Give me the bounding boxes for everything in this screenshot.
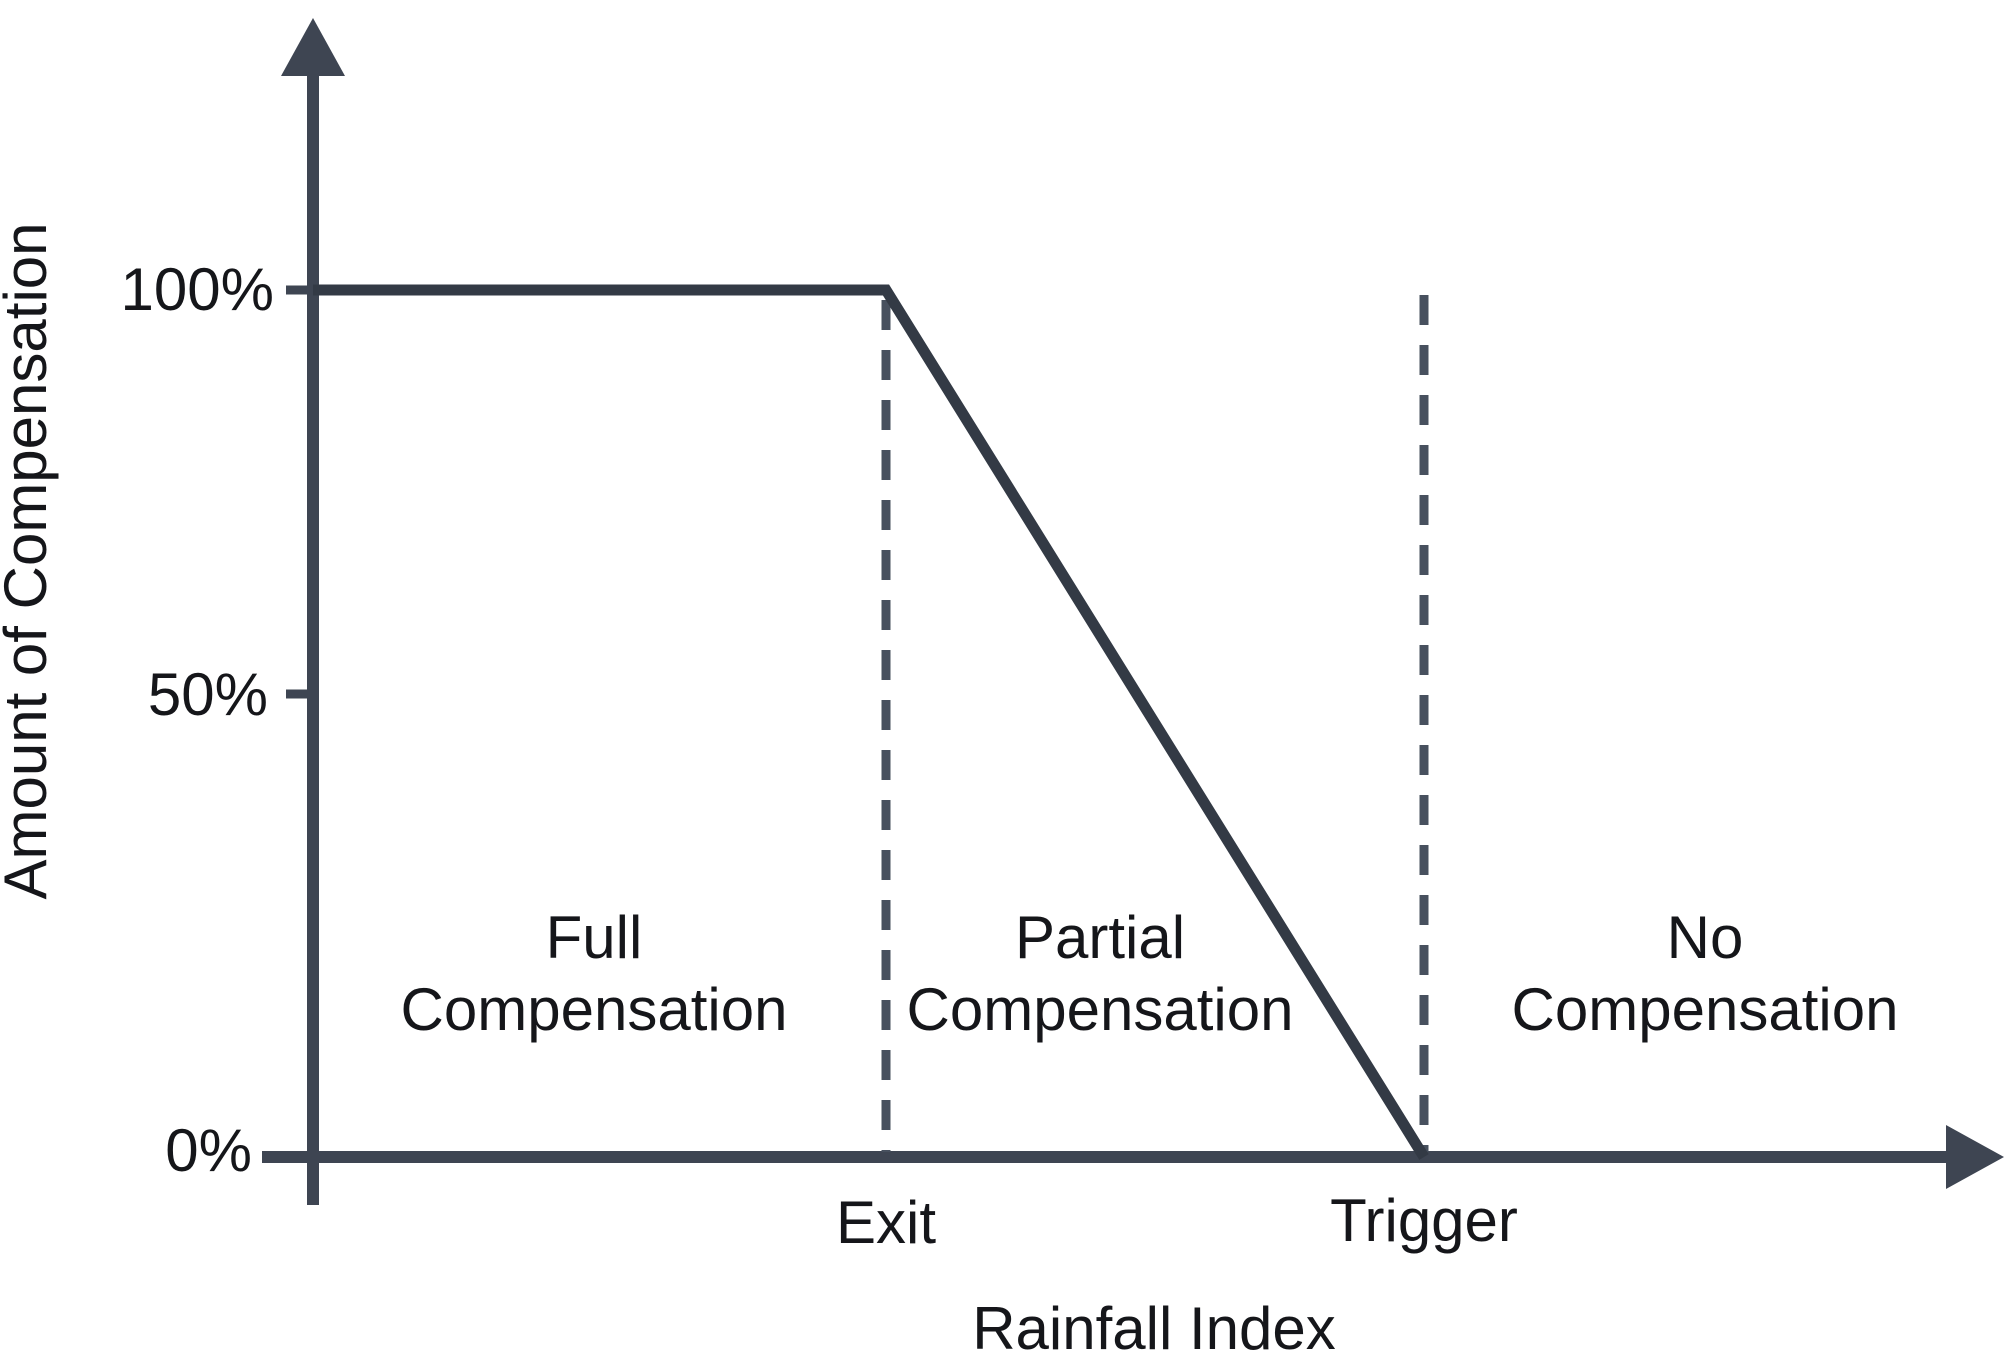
region-label-no-compensation: No Compensation bbox=[1512, 904, 1899, 1043]
region-no-line2: Compensation bbox=[1512, 976, 1899, 1043]
region-label-full-compensation: Full Compensation bbox=[401, 904, 788, 1043]
y-axis-title: Amount of Compensation bbox=[0, 222, 59, 899]
payout-line-series bbox=[313, 284, 1429, 1160]
y-tick-label-0: 0% bbox=[165, 1117, 252, 1184]
region-full-line2: Compensation bbox=[401, 976, 788, 1043]
y-tick-label-100: 100% bbox=[121, 256, 274, 323]
x-axis-title: Rainfall Index bbox=[972, 1295, 1336, 1362]
region-no-line1: No bbox=[1667, 904, 1744, 971]
y-axis-arrow-up-icon bbox=[281, 18, 345, 76]
region-partial-line2: Compensation bbox=[907, 976, 1294, 1043]
region-label-partial-compensation: Partial Compensation bbox=[907, 904, 1294, 1043]
x-tick-label-trigger: Trigger bbox=[1330, 1187, 1518, 1254]
x-axis-arrow-right-icon bbox=[1946, 1125, 2004, 1189]
region-full-line1: Full bbox=[546, 904, 643, 971]
x-tick-label-exit: Exit bbox=[836, 1189, 936, 1256]
y-tick-label-50: 50% bbox=[148, 661, 268, 728]
region-partial-line1: Partial bbox=[1015, 904, 1185, 971]
